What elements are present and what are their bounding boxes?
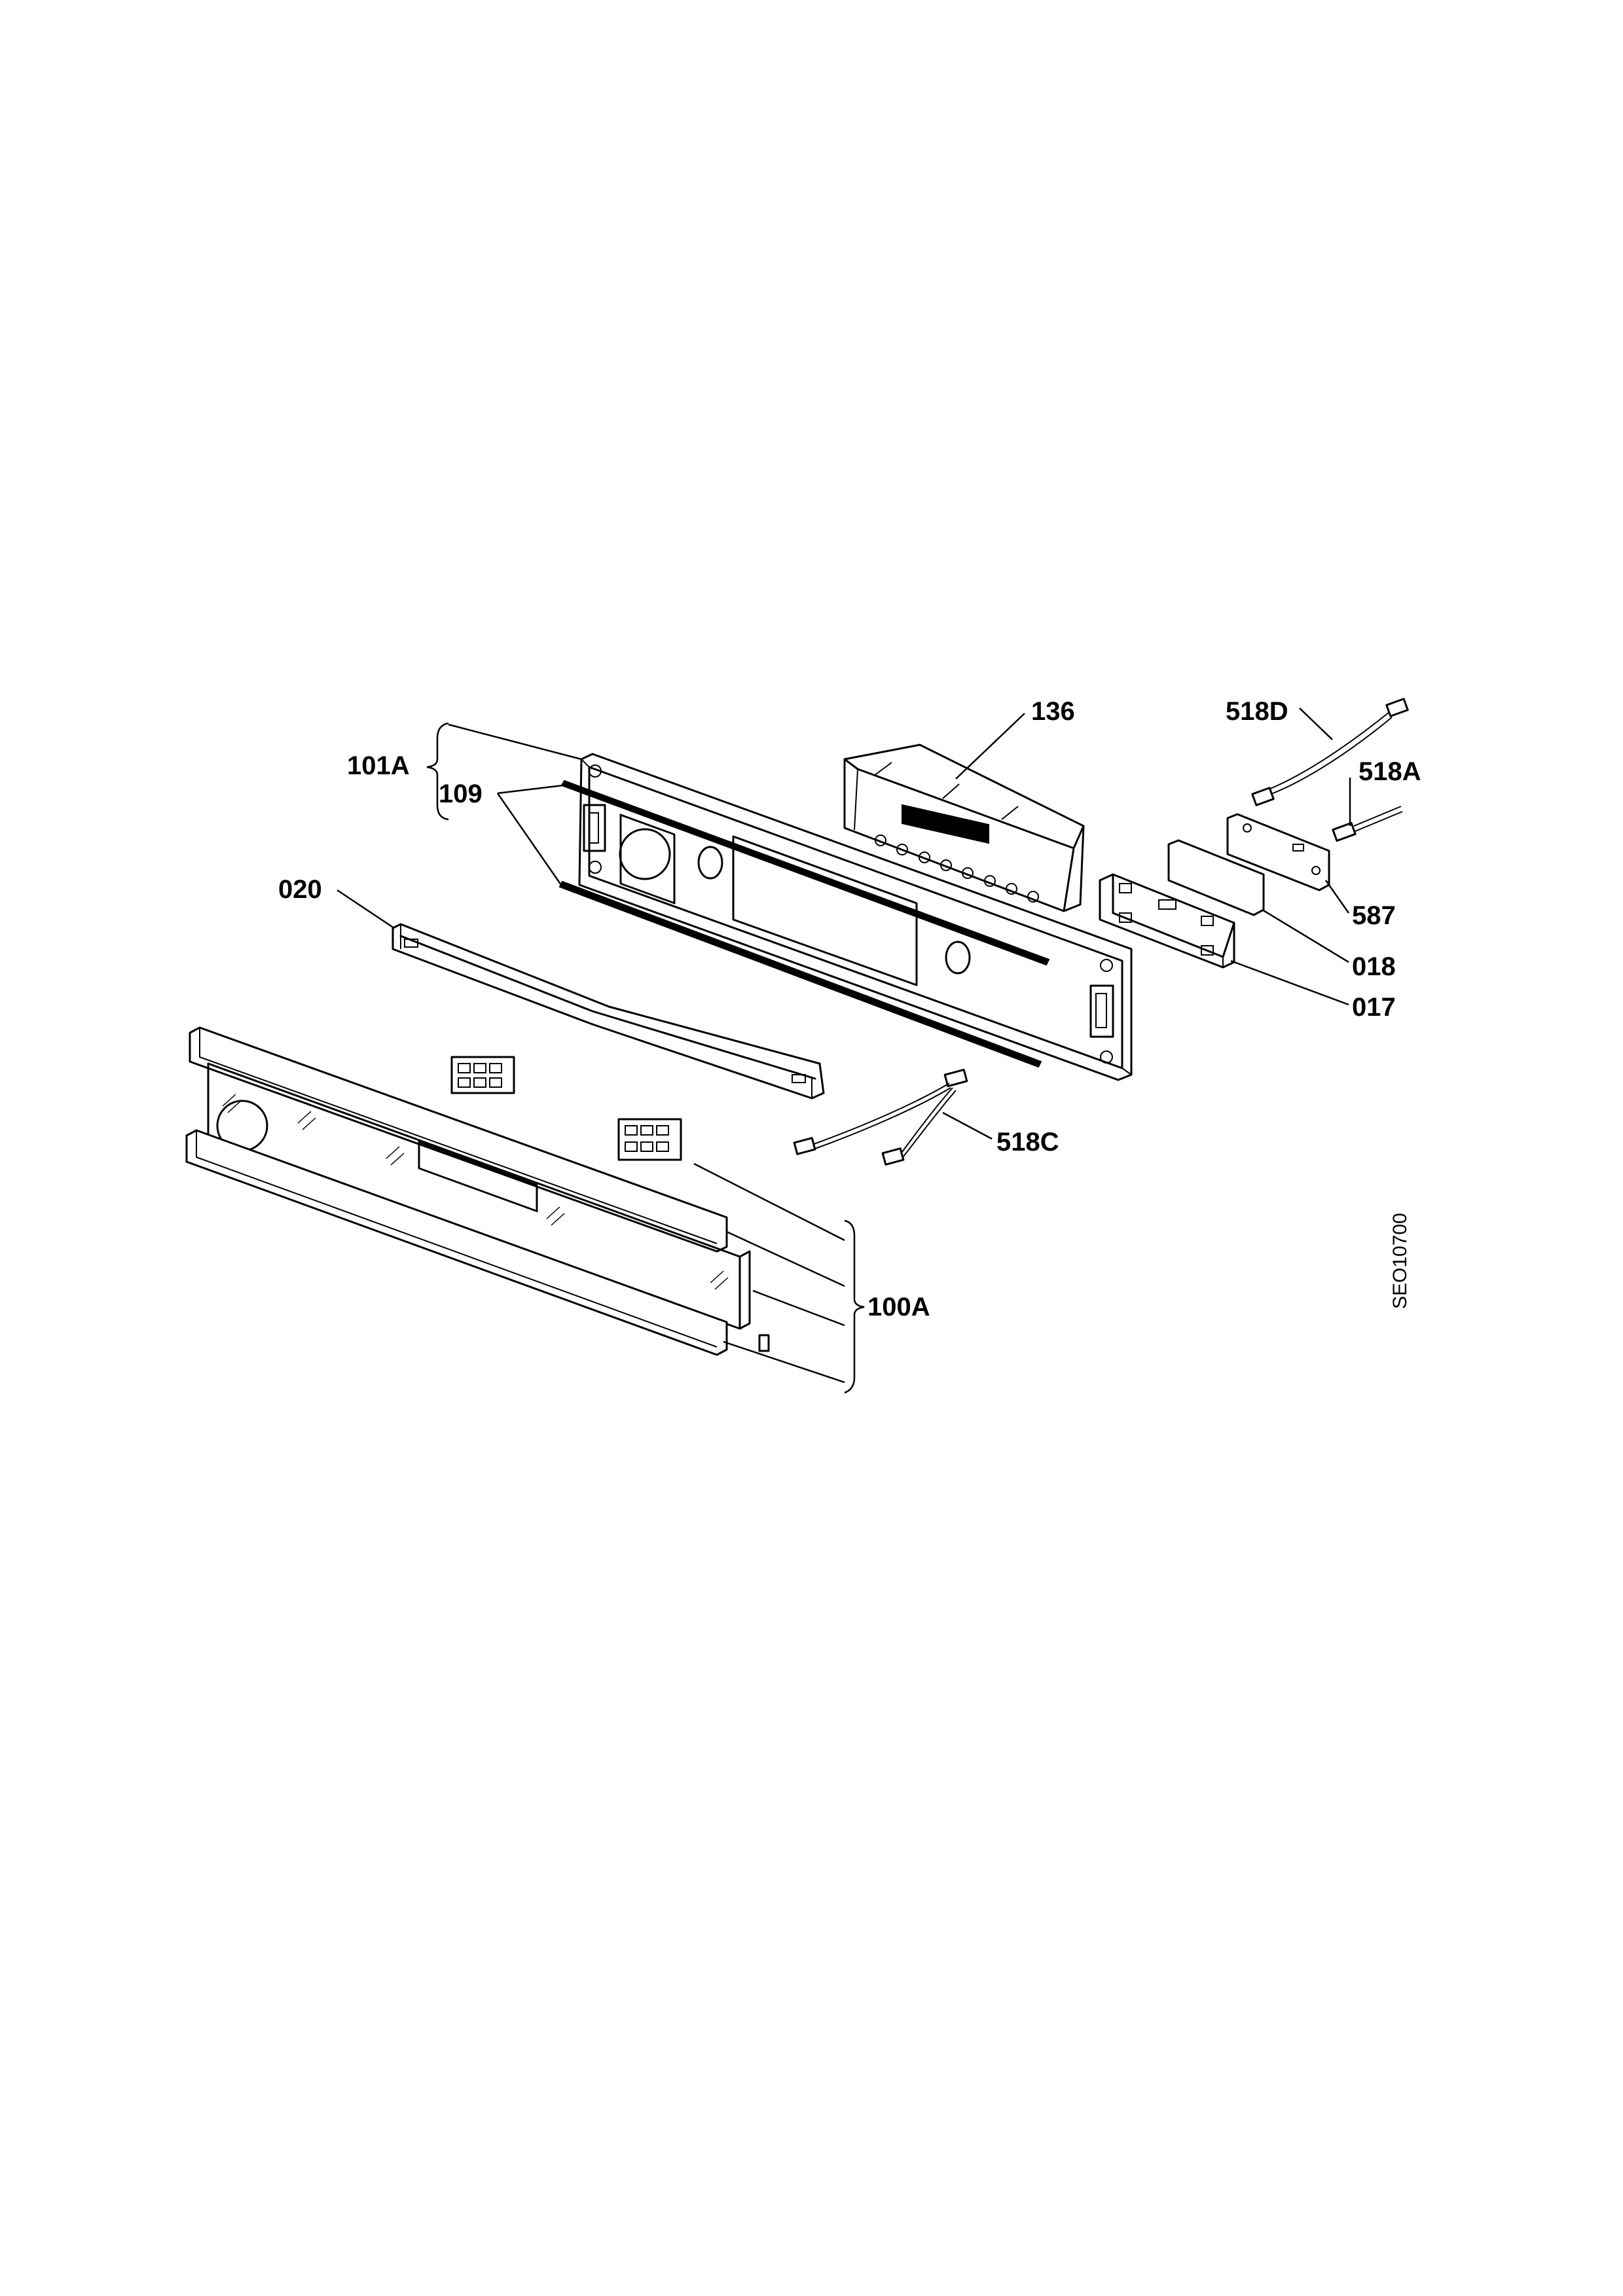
seal-strips bbox=[558, 780, 1050, 1068]
electronic-module bbox=[843, 744, 1085, 912]
wire-harness-518D bbox=[1251, 698, 1409, 806]
trim-rail bbox=[392, 923, 825, 1100]
label-101A: 101A bbox=[347, 751, 410, 780]
label-109: 109 bbox=[439, 780, 483, 808]
label-136: 136 bbox=[1031, 697, 1075, 726]
label-518A: 518A bbox=[1359, 757, 1421, 786]
label-018: 018 bbox=[1352, 952, 1396, 981]
label-020: 020 bbox=[278, 875, 322, 904]
part-labels: 101A 109 020 136 518D 518A 587 018 017 5… bbox=[278, 697, 1421, 1321]
wire-harness-518A bbox=[1332, 806, 1403, 842]
label-518D: 518D bbox=[1226, 697, 1288, 726]
front-glass-panel bbox=[185, 1026, 770, 1356]
control-panel-frame bbox=[578, 753, 1133, 1081]
drawing-code: SEO10700 bbox=[1389, 1213, 1411, 1309]
leader-lines bbox=[337, 708, 1351, 1394]
label-100A: 100A bbox=[867, 1293, 930, 1321]
label-518C: 518C bbox=[996, 1128, 1059, 1157]
label-587: 587 bbox=[1352, 901, 1396, 930]
wire-harness-518C bbox=[793, 1068, 968, 1166]
label-017: 017 bbox=[1352, 993, 1396, 1022]
